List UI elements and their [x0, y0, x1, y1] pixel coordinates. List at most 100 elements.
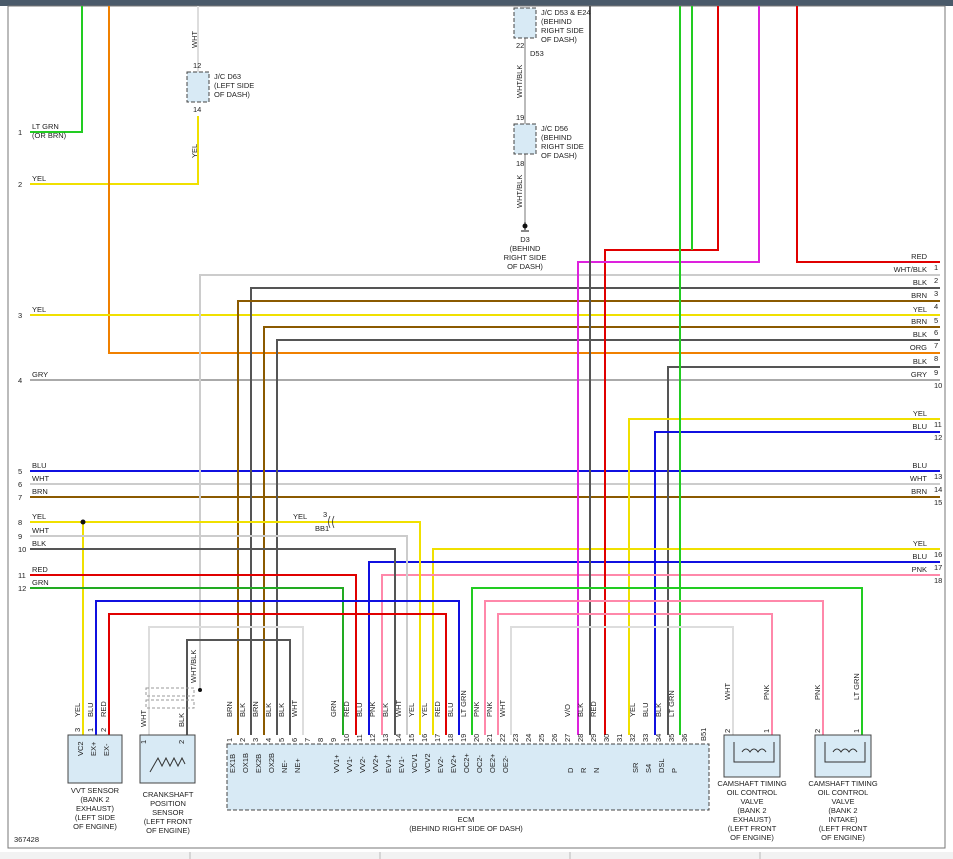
right-wire-label: RED: [911, 252, 927, 261]
cam-int-label: OF ENGINE): [821, 833, 865, 842]
ecm-pin-wire: YEL: [420, 703, 429, 717]
ecm-pin-number: 24: [524, 734, 533, 742]
jc-d56-label: (BEHIND: [541, 133, 572, 142]
crank-sensor-label: SENSOR: [152, 808, 184, 817]
ecm-pin-number: 13: [381, 734, 390, 742]
right-wire-number: 10: [934, 381, 942, 390]
diagram-frame: [7, 5, 946, 849]
right-wire-number: 5: [934, 316, 938, 325]
ecm-pin-signal: EX1B: [228, 754, 237, 773]
right-wire-label: BRN: [911, 291, 927, 300]
cam-int-label: OIL CONTROL: [818, 788, 869, 797]
wire-pnk-cam-int: [484, 600, 824, 735]
ecm-pin-signal: OC2-: [475, 755, 484, 773]
ecm-pin-wire: RED: [342, 701, 351, 717]
wire-blk-right-3: [250, 287, 940, 735]
jc-d56-pin: 18: [516, 159, 524, 168]
cam-exh-label: VALVE: [740, 797, 763, 806]
vvt-pin-number: 2: [99, 728, 108, 732]
ecm-pin-number: 5: [277, 738, 286, 742]
wire-ltgrn-cam-int: [471, 587, 863, 735]
ecm-pin-signal: VCV2: [423, 753, 432, 773]
ecm-pin-wire: BRN: [251, 701, 260, 717]
ecm-box: [226, 743, 710, 811]
wire-blu-right-12: [654, 431, 940, 735]
d3-label: D3: [520, 235, 530, 244]
crank-pin-number: 1: [139, 740, 148, 744]
wire-vo-ecm-27: [577, 6, 760, 735]
ecm-pin-number: 9: [329, 738, 338, 742]
wire-blu-right-17: [368, 561, 940, 735]
ground-icon: [522, 223, 528, 229]
left-wire-label: YEL: [32, 305, 46, 314]
wire-pnk-cam-exh: [497, 613, 773, 735]
d3-label: RIGHT SIDE: [504, 253, 547, 262]
crank-pin-wire: BLK: [177, 713, 186, 727]
ecm-pin-wire: BLK: [238, 703, 247, 717]
jc-d53-label: J/C D53 & E24: [541, 8, 591, 17]
cam-int-label: CAMSHAFT TIMING: [808, 779, 877, 788]
right-wire-label: PNK: [912, 565, 927, 574]
cam-exh-label: (LEFT FRONT: [728, 824, 777, 833]
right-wire-label: BLU: [912, 552, 927, 561]
cam-valve-int-coil: [832, 748, 858, 753]
ecm-pin-wire: BLU: [641, 702, 650, 717]
cam-valve-exh-box: [723, 734, 781, 778]
ecm-pin-number: 3: [251, 738, 260, 742]
ecm-pin-number: 34: [654, 734, 663, 742]
ecm-pin-number: 35: [667, 734, 676, 742]
left-wire-label: GRY: [32, 370, 48, 379]
left-wire-label: BRN: [32, 487, 48, 496]
vvt-pin-signal: EX-: [102, 743, 111, 756]
cam-int-label: (BANK 2: [828, 806, 857, 815]
cam-int-label: (LEFT FRONT: [819, 824, 868, 833]
ecm-pin-signal: OE2-: [501, 755, 510, 773]
jc-d56-label: J/C D56: [541, 124, 568, 133]
ecm-pin-number: 33: [641, 734, 650, 742]
vvt-pin-signal: EX+: [89, 741, 98, 756]
left-wire-label: YEL: [32, 512, 46, 521]
right-wire-label: BLU: [912, 461, 927, 470]
ecm-pin-signal: EX2B: [254, 754, 263, 773]
wire-org-right-8: [108, 6, 940, 354]
right-wire-label: WHT: [910, 474, 927, 483]
ecm-pin-number: 30: [602, 734, 611, 742]
cam-int-label: INTAKE): [828, 815, 858, 824]
footer-bar: [0, 852, 953, 859]
ecm-pin-wire: PNK: [472, 702, 481, 717]
crank-sensor-coil-icon: [149, 756, 186, 773]
ecm-pin-number: 10: [342, 734, 351, 742]
right-wire-label: BRN: [911, 317, 927, 326]
ecm-sublabel: (BEHIND RIGHT SIDE OF DASH): [409, 824, 523, 833]
cam-valve-int-coil-icon: [824, 742, 866, 763]
crank-sensor-label: POSITION: [150, 799, 186, 808]
jc-d63-box: [186, 71, 210, 103]
jc-d53-label: (BEHIND: [541, 17, 572, 26]
vvt-sensor-label: VVT SENSOR: [71, 786, 120, 795]
jc-d56-label: OF DASH): [541, 151, 577, 160]
wire-red-vvt-ex-minus: [108, 613, 447, 735]
ecm-pin-number: 32: [628, 734, 637, 742]
ecm-pin-signal: D: [566, 767, 575, 773]
ecm-pin-signal: SR: [631, 762, 640, 773]
left-wire-label: GRN: [32, 578, 49, 587]
right-wire-number: 18: [934, 576, 942, 585]
right-wire-number: 9: [934, 368, 938, 377]
shield-dot: [198, 688, 202, 692]
wire-red-ecm-29: [604, 6, 719, 735]
jc-d53-label: OF DASH): [541, 35, 577, 44]
cam-exh-pin-number: 1: [762, 729, 771, 733]
ecm-pin-signal: OC2+: [462, 753, 471, 773]
right-wire-number: 4: [934, 302, 938, 311]
ecm-pin-signal: EV1+: [384, 754, 393, 773]
ecm-pin-signal: VCV1: [410, 753, 419, 773]
ecm-pin-number: 25: [537, 734, 546, 742]
ecm-pin-wire: LT GRN: [667, 690, 676, 717]
yel-mid-label: YEL: [190, 144, 199, 158]
wire-whtblk-right-2: [199, 274, 940, 690]
ecm-pin-number: 27: [563, 734, 572, 742]
wire-wht-left-9: [30, 535, 408, 735]
left-wire-label2: (OR BRN): [32, 131, 67, 140]
cam-exh-label: (BANK 2: [737, 806, 766, 815]
